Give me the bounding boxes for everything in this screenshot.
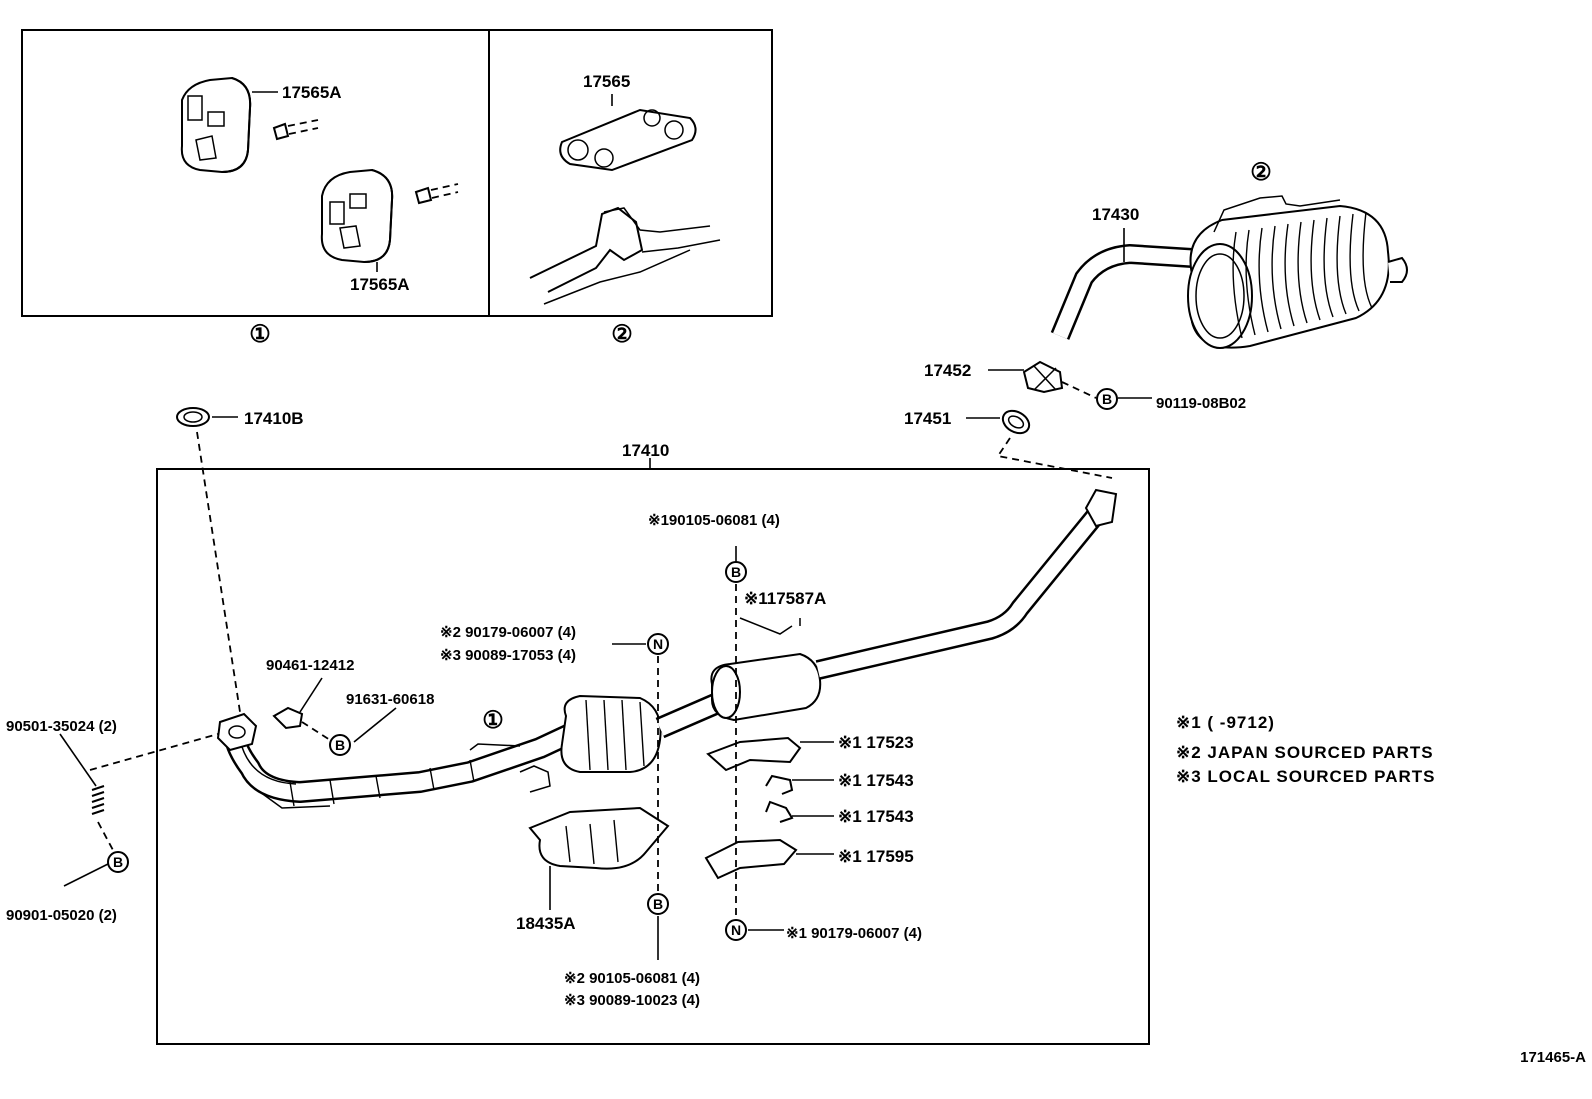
label-90105-06081-bottom: ※2 90105-06081 (4) [564,970,700,987]
rubber-hanger-bottom [320,168,394,272]
label-17543-b: ※1 17543 [838,807,914,826]
diagram-id: 171465-A [1520,1049,1586,1066]
label-17595: ※1 17595 [838,847,914,866]
clamp-17543-a [765,774,834,795]
bolt-pin-top [272,119,319,141]
label-17451: 17451 [904,409,951,428]
inset-box-1 [21,29,490,317]
note-3: ※3 LOCAL SOURCED PARTS [1176,767,1435,786]
label-90501-35024: 90501-35024 (2) [6,718,117,735]
sub-muffler [710,652,822,722]
catalytic-converter [560,694,662,773]
muffler-ribs [1232,211,1373,339]
bolt-symbol-91631: B [329,734,351,756]
hanger-mount-sketch [529,206,721,305]
center-pipe [655,691,725,739]
catalyst-marker: ① [482,707,504,734]
rubber-hanger-top [180,76,278,174]
clamp-90461 [272,677,331,741]
label-90089-10023: ※3 90089-10023 (4) [564,992,700,1009]
nut-symbol-90179-top: N [647,633,669,655]
muffler-tailpipe-17430 [1050,195,1408,349]
svg-text:B: B [1102,391,1112,407]
label-90119-08B02: 90119-08B02 [1156,395,1246,412]
label-17565A-top: 17565A [282,83,342,102]
label-90901-05020: 90901-05020 (2) [6,907,117,924]
label-17565: 17565 [583,72,630,91]
lead-91631 [353,707,397,743]
hanger-bracket-17565 [559,94,697,172]
exhaust-assembly-box-17410 [156,458,1150,1045]
svg-text:B: B [335,737,345,753]
label-17543-a: ※1 17543 [838,771,914,790]
note-2: ※2 JAPAN SOURCED PARTS [1176,743,1434,762]
bolt-pin-bottom [414,183,459,205]
note-1: ※1 ( -9712) [1176,713,1275,732]
rear-pipe [815,488,1118,680]
label-17452: 17452 [924,361,971,380]
svg-text:B: B [653,896,663,912]
label-90105-06081-top: ※190105-06081 (4) [648,512,780,529]
label-17523: ※1 17523 [838,733,914,752]
svg-text:N: N [731,922,741,938]
spring-90501 [59,733,219,853]
gasket-17410B [176,407,241,713]
label-17410: 17410 [622,441,669,460]
label-17565A-bottom: 17565A [350,275,410,294]
insulator-17595 [704,838,834,880]
inset-1-marker: ① [249,321,271,348]
label-90461-12412: 90461-12412 [266,657,354,674]
front-flange [216,712,258,752]
nut-symbol-90179-bottom: N [725,919,747,941]
label-17410B: 17410B [244,409,304,428]
exhaust-front-pipe [222,724,575,809]
inset-2-marker: ② [611,321,633,348]
svg-text:B: B [113,854,123,870]
label-17587A: ※117587A [744,589,826,608]
label-90089-17053-local: ※3 90089-17053 (4) [440,647,576,664]
bolt-symbol-90105-top: B [725,561,747,583]
gasket-17451 [966,409,1113,479]
label-90179-06007-jp: ※2 90179-06007 (4) [440,624,576,641]
svg-text:B: B [731,564,741,580]
hanger-rubber-17452 [988,360,1097,399]
label-91631-60618: 91631-60618 [346,691,434,708]
heat-insulator-18435A [528,806,670,910]
bolt-symbol-90119: B [1096,388,1118,410]
svg-text:N: N [653,636,663,652]
label-17430: 17430 [1092,205,1139,224]
inset-box-2 [488,29,773,317]
insulator-17523 [706,736,834,772]
gasket-17587A [739,617,801,635]
label-90179-06007-bottom: ※1 90179-06007 (4) [786,925,922,942]
lead-90901 [63,863,109,887]
bolt-symbol-90105-bottom: B [647,893,669,915]
clamp-17543-b [765,800,834,823]
label-18435A: 18435A [516,914,576,933]
bolt-symbol-90901: B [107,851,129,873]
muffler-marker: ② [1250,159,1272,186]
